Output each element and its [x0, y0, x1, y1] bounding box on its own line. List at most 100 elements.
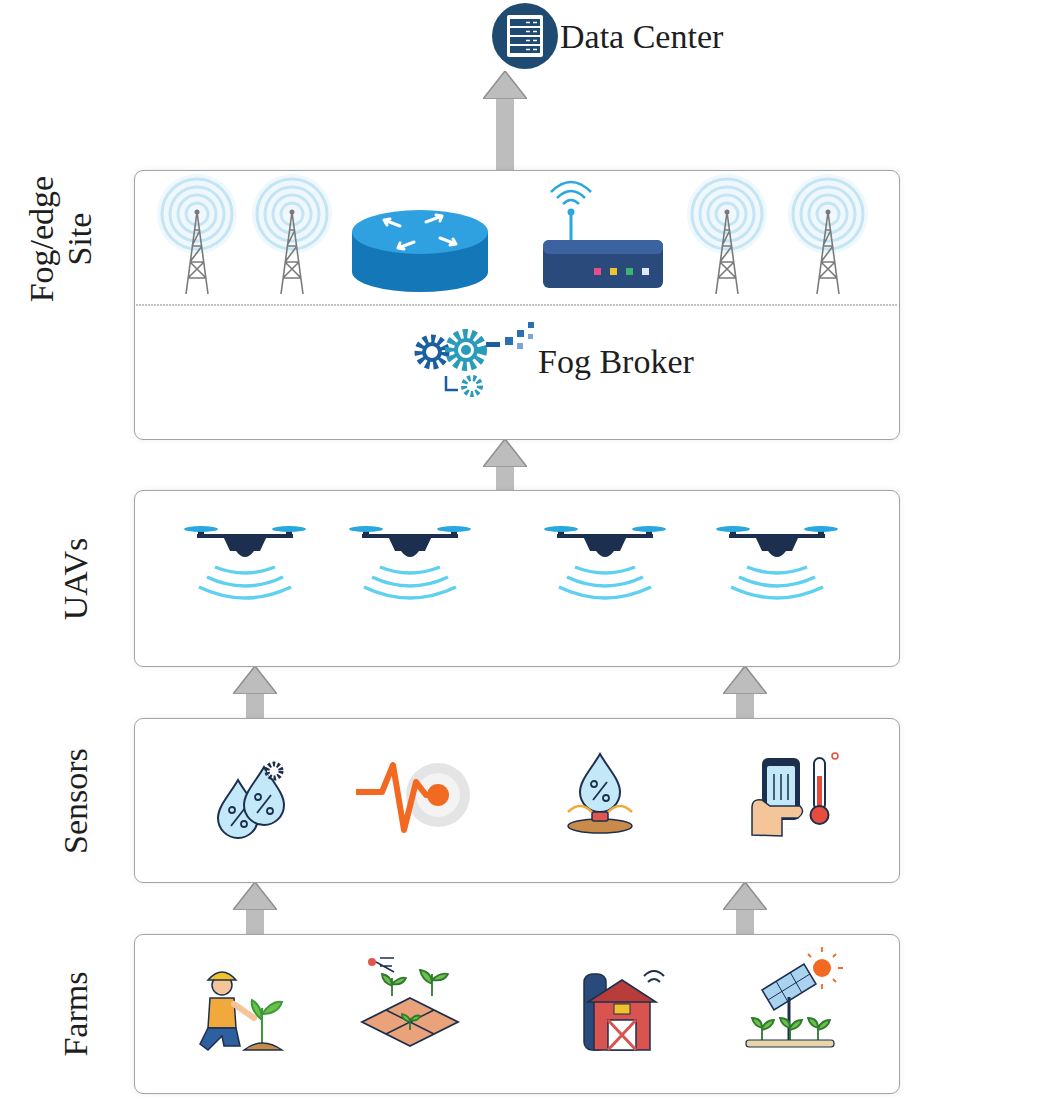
barn-icon	[644, 971, 664, 982]
drones	[184, 526, 306, 598]
soil-moisture-icon	[568, 806, 632, 812]
drones	[184, 526, 838, 598]
farmer-icon	[252, 1000, 282, 1046]
solar-farm-icon	[752, 1018, 830, 1040]
broker-gears	[446, 376, 458, 390]
broker-gears	[464, 378, 480, 394]
flow-arrow	[246, 909, 264, 934]
broker-gears	[517, 343, 523, 349]
handheld-thermometer-icon	[814, 758, 825, 810]
field-icon	[368, 958, 376, 966]
wifi-access-point	[594, 268, 601, 275]
farmer-icon	[234, 1004, 254, 1018]
barn-icon	[584, 971, 664, 1050]
data-center-icon	[492, 3, 558, 69]
field-icon	[362, 958, 458, 1046]
farm-panel: Farms	[134, 934, 900, 1094]
field-icon	[376, 958, 394, 972]
wifi-access-point	[570, 214, 573, 240]
handheld-thermometer-icon	[817, 776, 822, 810]
data-center-icon	[507, 15, 543, 57]
handheld-thermometer-icon	[811, 806, 829, 824]
broker-gears	[450, 334, 482, 366]
handheld-thermometer-icon	[767, 766, 795, 810]
broker-gears	[528, 322, 534, 328]
barn-icon	[608, 1020, 636, 1050]
wifi-access-point	[626, 268, 633, 275]
cell-towers	[252, 174, 332, 294]
wifi-access-point	[543, 240, 663, 254]
broker-label: Fog Broker	[538, 343, 694, 381]
router-icon	[352, 210, 488, 254]
router-icon	[384, 215, 456, 249]
farmer-icon	[200, 972, 282, 1050]
data-center-icon	[492, 3, 558, 69]
layer-label: Farms	[57, 971, 95, 1056]
barn-icon	[608, 1020, 636, 1050]
layer-label: Fog/edge Site	[23, 164, 99, 314]
barn-icon	[614, 1004, 630, 1014]
fog-edge-panel: Fog/edge SiteFog Broker	[134, 170, 900, 440]
farmer-icon	[208, 972, 236, 980]
field-icon	[382, 970, 448, 1030]
handheld-thermometer-icon	[774, 774, 788, 800]
handheld-thermometer-icon	[752, 753, 838, 836]
broker-gears	[486, 342, 500, 347]
vibration-sensor-icon	[356, 763, 470, 830]
data-center-icon	[526, 23, 537, 50]
humidity-sensor-icon	[267, 764, 281, 778]
flow-arrow	[736, 693, 754, 718]
broker-gears	[424, 344, 440, 360]
soil-moisture-icon	[580, 754, 620, 812]
flow-arrow	[496, 466, 514, 490]
soil-moisture-icon	[568, 754, 632, 833]
broker-gears	[505, 337, 513, 345]
handheld-thermometer-icon	[832, 753, 838, 759]
cell-towers	[157, 174, 868, 294]
layer-label: UAVs	[57, 538, 95, 621]
soil-moisture-icon	[592, 812, 608, 821]
handheld-thermometer-icon	[752, 800, 803, 836]
flow-arrow	[246, 693, 264, 718]
node-label: Data Center	[560, 18, 723, 56]
farmer-icon	[200, 1028, 240, 1050]
flow-arrow	[736, 909, 754, 934]
flow-arrow	[496, 98, 514, 170]
fog-divider	[136, 305, 898, 306]
wifi-access-point	[543, 240, 663, 288]
wifi-access-point	[610, 268, 617, 275]
broker-gears	[456, 340, 476, 360]
broker-gears	[419, 322, 534, 394]
barn-icon	[588, 980, 656, 1002]
cell-towers	[687, 174, 767, 294]
solar-farm-icon	[746, 947, 843, 1047]
drones	[544, 526, 666, 598]
broker-gears	[517, 330, 524, 337]
router-icon	[352, 252, 488, 292]
drones	[716, 526, 838, 598]
wifi-access-point	[543, 182, 663, 288]
humidity-sensor-icon	[218, 764, 284, 838]
layer-label: Sensors	[57, 748, 95, 854]
data-center-node: Data Center	[490, 2, 732, 72]
broker-gears	[419, 339, 445, 365]
solar-farm-icon	[813, 959, 831, 977]
wifi-access-point	[551, 182, 591, 204]
broker-gears	[461, 345, 471, 355]
sensor-panel: Sensors	[134, 718, 900, 883]
drones	[349, 526, 471, 598]
fog-divider	[136, 304, 898, 306]
router-icon	[352, 210, 488, 292]
solar-farm-icon	[746, 1040, 834, 1047]
vibration-sensor-icon	[356, 765, 438, 830]
cell-towers	[157, 174, 237, 294]
uav-panel: UAVs	[134, 490, 900, 667]
wifi-access-point	[642, 268, 649, 275]
cell-towers	[788, 174, 868, 294]
broker-gears	[528, 334, 533, 339]
barn-icon	[594, 1000, 650, 1050]
wifi-access-point	[568, 209, 575, 216]
